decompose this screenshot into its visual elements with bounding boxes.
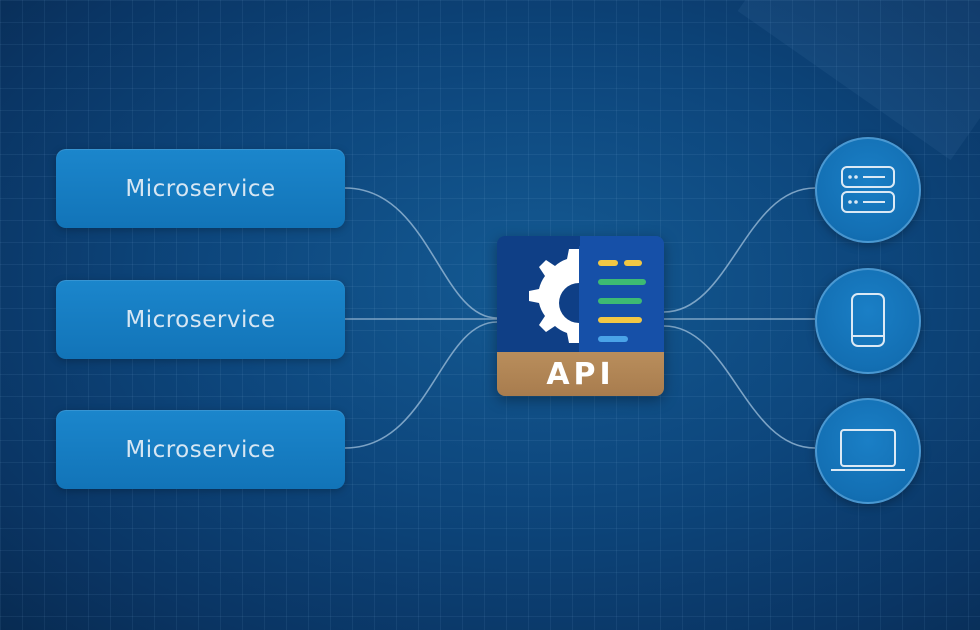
client-laptop: [815, 398, 921, 504]
client-server: [815, 137, 921, 243]
api-gateway-top: [497, 236, 664, 352]
laptop-icon: [831, 429, 905, 471]
api-gateway-card: API: [497, 236, 664, 396]
microservice-label: Microservice: [125, 306, 276, 333]
microservice-label: Microservice: [125, 436, 276, 463]
client-mobile: [815, 268, 921, 374]
connector-line: [663, 187, 816, 313]
microservice-box: Microservice: [56, 149, 345, 228]
connector-line: [344, 321, 498, 449]
gear-icon: [529, 246, 587, 352]
api-label: API: [546, 356, 615, 392]
connector-line: [344, 187, 498, 319]
microservice-box: Microservice: [56, 410, 345, 489]
microservice-label: Microservice: [125, 175, 276, 202]
api-gateway-label-band: API: [497, 352, 664, 396]
mobile-phone-icon: [851, 293, 885, 347]
connector-line: [663, 325, 816, 449]
microservice-box: Microservice: [56, 280, 345, 359]
server-icon: [841, 166, 895, 213]
